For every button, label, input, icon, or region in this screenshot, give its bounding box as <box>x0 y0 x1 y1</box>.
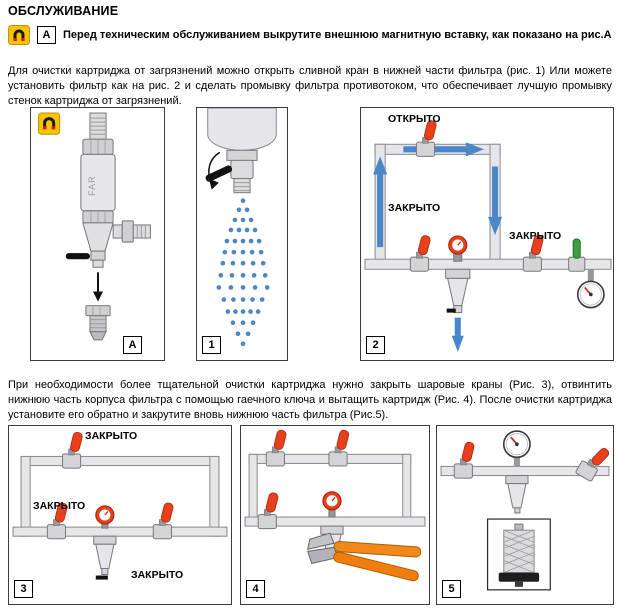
figure-3-illustration <box>12 431 228 580</box>
figure-1-illustration <box>205 108 277 347</box>
paragraph-1: Для очистки картриджа от загрязнений мож… <box>8 65 612 107</box>
magnet-warning-icon <box>8 25 30 45</box>
drain-valve-icon <box>226 149 258 194</box>
closed-label-1: ЗАКРЫТО <box>388 202 441 214</box>
ball-valve-icon <box>409 234 432 272</box>
filter-gauge-icon <box>448 235 468 255</box>
flow-arrow-up-icon <box>373 156 388 248</box>
flow-arrow-right-icon <box>403 142 484 157</box>
filter-gauge-icon <box>95 505 115 525</box>
paragraph-2: При необходимости более тщательной очист… <box>8 379 612 421</box>
down-arrow-icon <box>92 272 104 302</box>
gauge-stem-icon <box>513 456 520 467</box>
open-label: ОТКРЫТО <box>388 113 441 125</box>
figure-a-illustration: FAR <box>38 112 151 341</box>
closed-label-2: ЗАКРЫТО <box>33 500 86 512</box>
figure-2: ОТКРЫТО ЗАКРЫТО ЗАКРЫТО 2 <box>360 107 614 361</box>
figure-5-illustration <box>440 430 612 591</box>
pressure-gauge-icon <box>502 430 531 459</box>
magnet-warning-icon <box>38 112 61 135</box>
ball-valve-icon <box>265 428 288 467</box>
ball-valve-icon <box>328 428 351 467</box>
figure-3: ЗАКРЫТО ЗАКРЫТО ЗАКРЫТО 3 <box>8 425 232 605</box>
figure-5-label: 5 <box>442 580 461 598</box>
warning-text: Перед техническим обслуживанием выкрутит… <box>63 29 612 41</box>
closed-label-1: ЗАКРЫТО <box>85 430 138 442</box>
pipework-icon <box>12 455 228 537</box>
filter-gauge-icon <box>322 491 342 511</box>
figure-4-label: 4 <box>246 580 265 598</box>
ball-valve-icon <box>257 491 280 530</box>
closed-label-3: ЗАКРЫТО <box>131 569 184 581</box>
brand-text: FAR <box>87 175 97 196</box>
figure-a: FAR A <box>30 107 165 361</box>
figure-a-label: A <box>123 336 142 354</box>
drain-valve-handle-icon <box>65 253 90 260</box>
figure-3-label: 3 <box>14 580 33 598</box>
gauge-stem-icon <box>587 269 594 282</box>
figure-5: 5 <box>436 425 614 605</box>
ball-valve-icon <box>415 119 438 157</box>
valve-lever-icon <box>205 165 233 182</box>
figure-2-label: 2 <box>366 336 385 354</box>
figure-2-illustration <box>364 119 612 352</box>
pressure-reducer-icon <box>568 238 586 272</box>
figure-4: 4 <box>240 425 430 605</box>
water-spray-icon <box>216 198 270 347</box>
figure-1-label: 1 <box>202 336 221 354</box>
filter-bowl-icon <box>207 108 277 151</box>
warning-row: A Перед техническим обслуживанием выкрут… <box>8 25 612 45</box>
filter-assembly-icon: FAR <box>80 112 151 268</box>
wrench-icon <box>307 532 422 582</box>
figure-ref-box: A <box>37 26 56 44</box>
ball-valve-icon <box>453 440 476 479</box>
page-title: ОБСЛУЖИВАНИЕ <box>8 4 119 18</box>
figure-4-illustration <box>244 428 426 582</box>
ball-valve-icon <box>152 501 175 540</box>
closed-label-2: ЗАКРЫТО <box>509 230 562 242</box>
magnetic-insert-icon <box>85 305 111 341</box>
drain-flow-arrow-icon <box>451 317 464 352</box>
figure-1: 1 <box>196 107 288 361</box>
ball-valve-icon <box>574 440 612 484</box>
cartridge-cutaway-icon <box>486 518 551 591</box>
flow-arrow-down-icon <box>488 166 503 236</box>
filter-unit-icon <box>93 521 117 580</box>
pressure-gauge-icon <box>576 280 605 309</box>
filter-unit-icon <box>505 475 529 514</box>
ball-valve-icon <box>61 431 84 469</box>
rotate-arrow-icon <box>208 151 221 190</box>
